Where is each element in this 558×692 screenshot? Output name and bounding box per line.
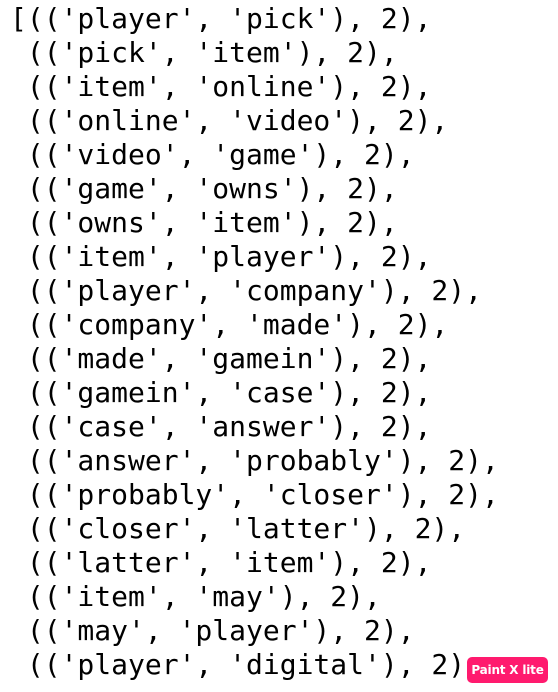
output-line: (('case', 'answer'), 2), xyxy=(10,410,432,443)
output-line: (('owns', 'item'), 2), xyxy=(10,206,398,239)
output-line: (('gamein', 'case'), 2), xyxy=(10,376,432,409)
output-line: (('made', 'gamein'), 2), xyxy=(10,342,432,375)
paint-x-lite-watermark: Paint X lite xyxy=(467,657,548,683)
output-line: (('item', 'may'), 2), xyxy=(10,580,381,613)
output-line: (('game', 'owns'), 2), xyxy=(10,172,398,205)
output-line: (('probably', 'closer'), 2), xyxy=(10,478,499,511)
code-output: [(('player', 'pick'), 2), (('pick', 'ite… xyxy=(10,2,499,682)
output-line: (('item', 'player'), 2), xyxy=(10,240,432,273)
output-line: (('player', 'digital'), 2), xyxy=(10,648,483,681)
output-line: (('company', 'made'), 2), xyxy=(10,308,449,341)
output-line: (('answer', 'probably'), 2), xyxy=(10,444,499,477)
output-line: (('video', 'game'), 2), xyxy=(10,138,415,171)
output-line: [(('player', 'pick'), 2), xyxy=(10,2,432,35)
output-line: (('pick', 'item'), 2), xyxy=(10,36,398,69)
output-line: (('online', 'video'), 2), xyxy=(10,104,449,137)
output-line: (('may', 'player'), 2), xyxy=(10,614,415,647)
output-line: (('item', 'online'), 2), xyxy=(10,70,432,103)
output-line: (('latter', 'item'), 2), xyxy=(10,546,432,579)
output-line: (('closer', 'latter'), 2), xyxy=(10,512,466,545)
output-line: (('player', 'company'), 2), xyxy=(10,274,483,307)
